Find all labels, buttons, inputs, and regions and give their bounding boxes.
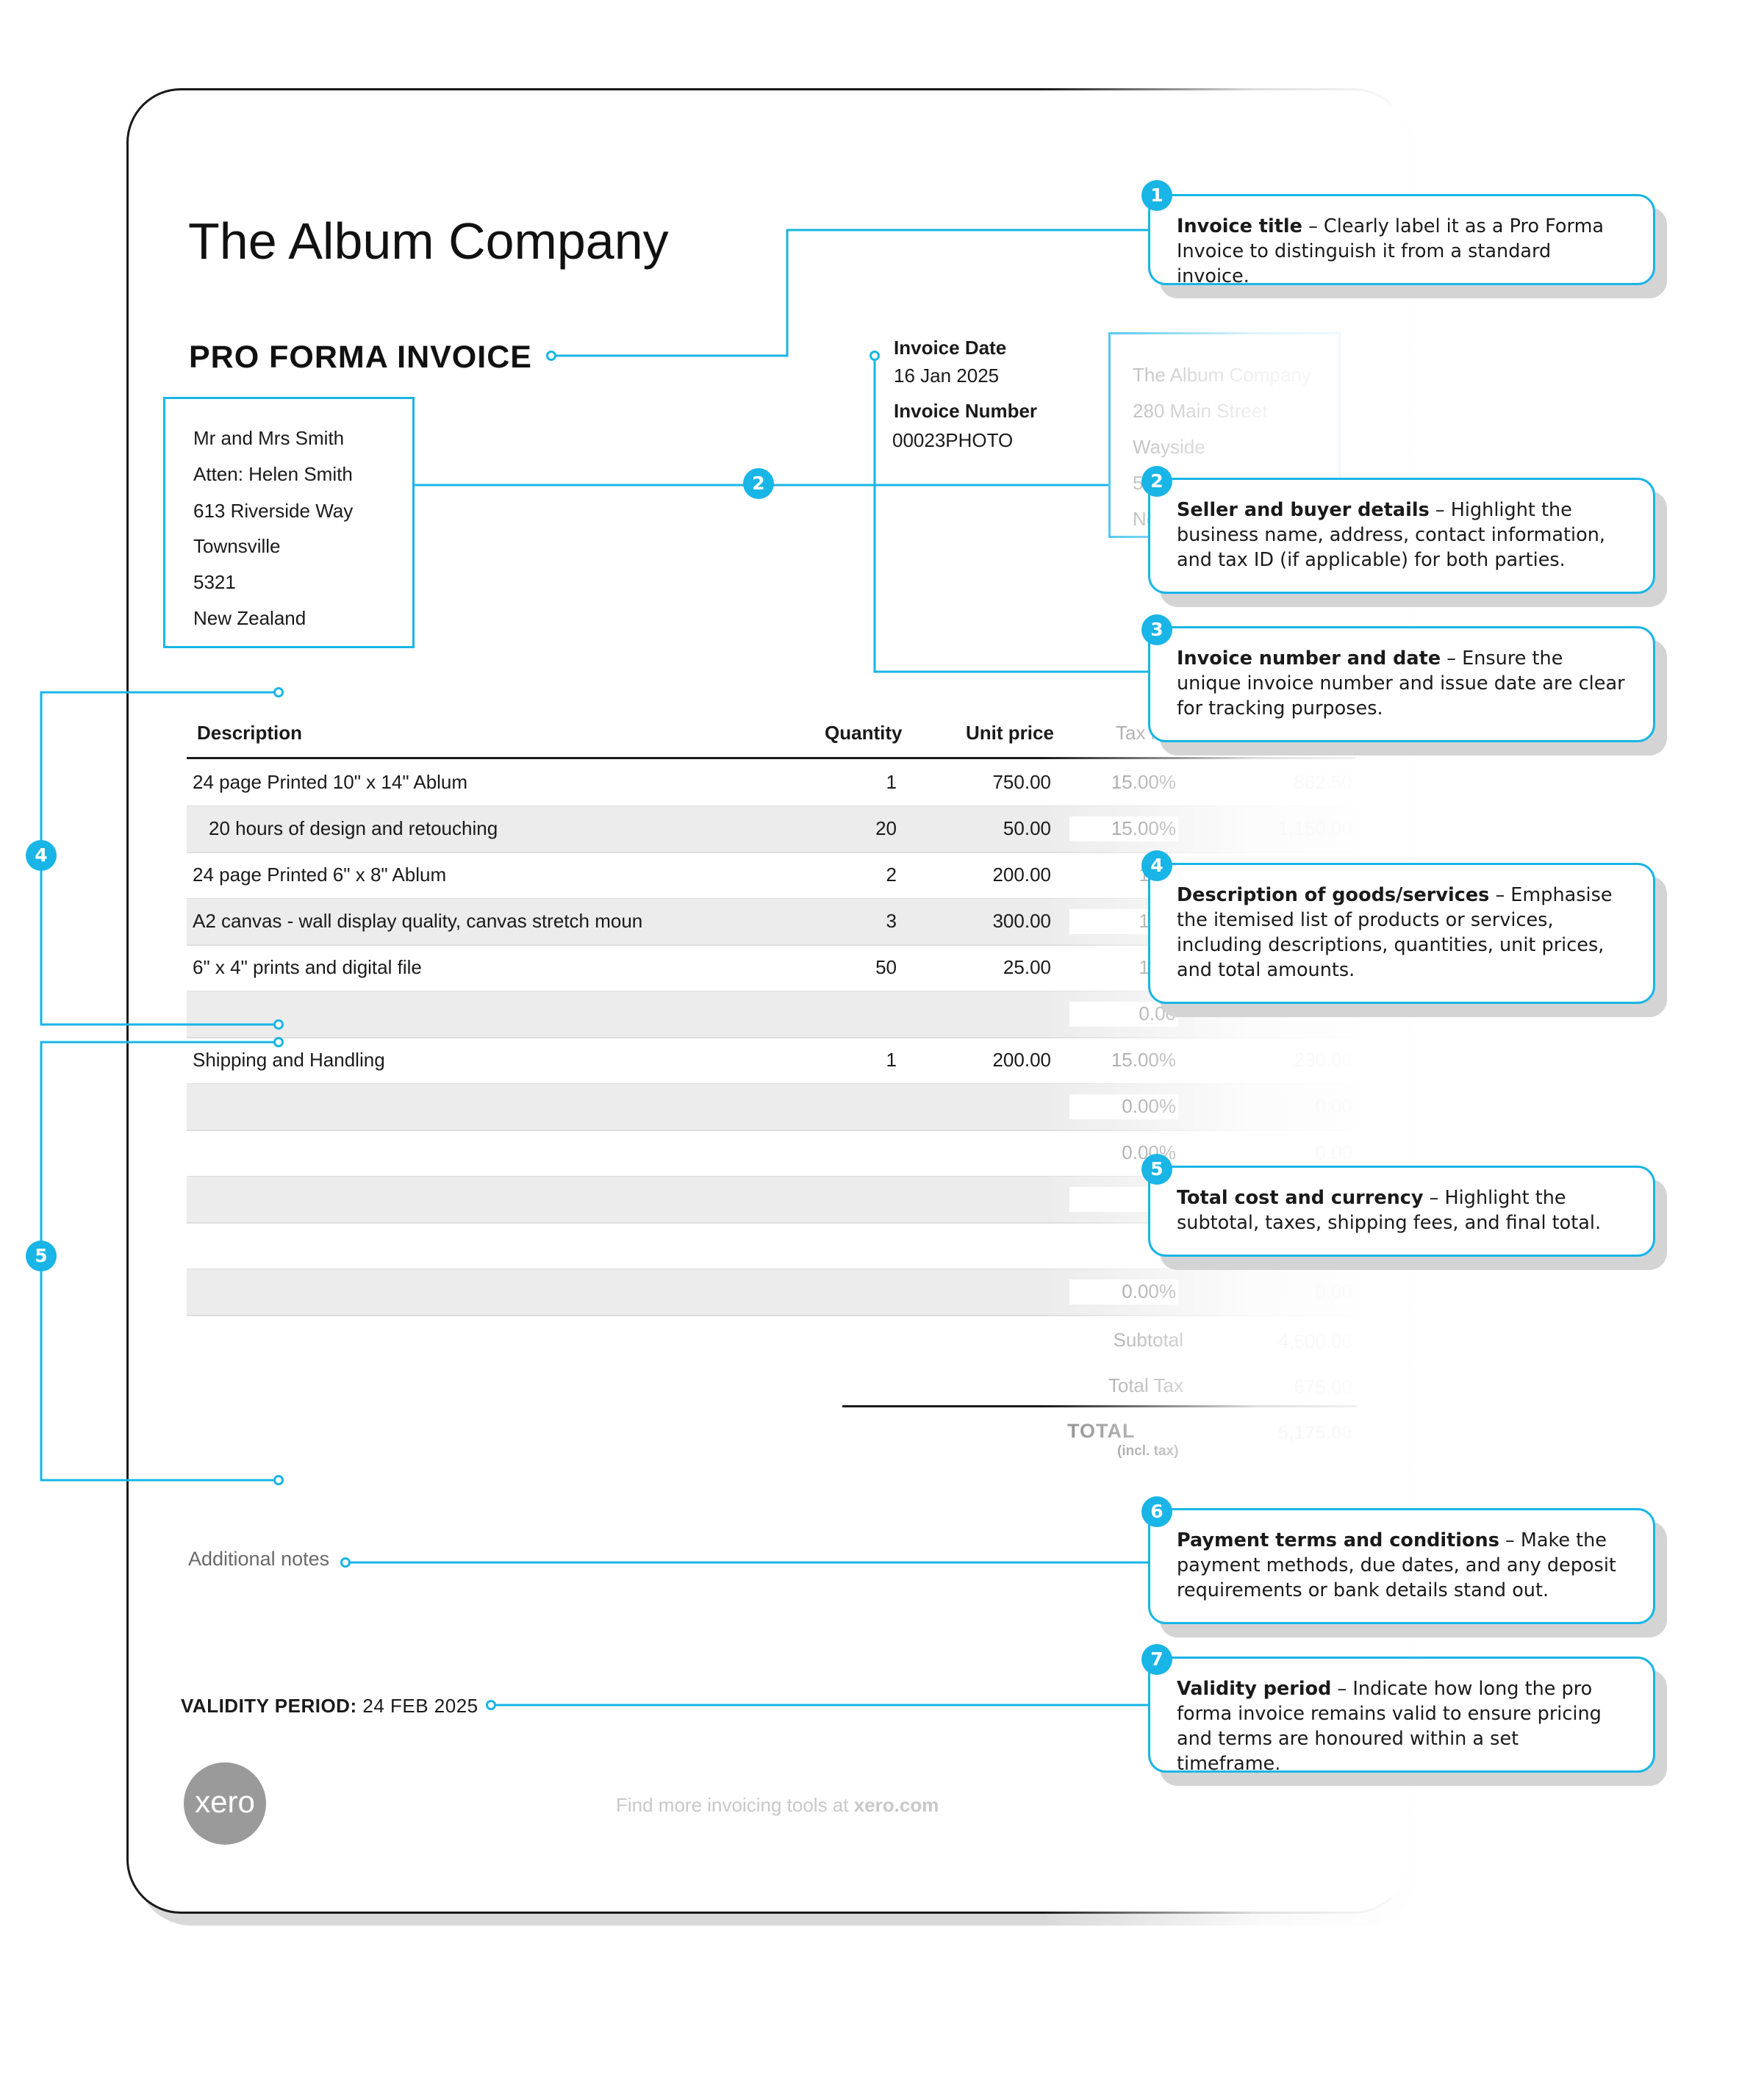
invoice-date-value: 16 Jan 2025	[894, 365, 1000, 387]
cell-unit-price: 200.00	[992, 864, 1051, 886]
company-name: The Album Company	[188, 212, 669, 270]
connector-3	[873, 356, 1158, 673]
buyer-line: 5321	[193, 571, 236, 593]
cell-description: A2 canvas - wall display quality, canvas…	[193, 910, 643, 932]
annotation-title: Invoice number and date	[1177, 647, 1441, 670]
footer-link[interactable]: xero.com	[853, 1794, 939, 1816]
annotation-card-validity: Validity period – Indicate how long the …	[1148, 1657, 1655, 1775]
row-separator	[187, 852, 1355, 853]
annotation-text: – Ensure the unique invoice number and i…	[1177, 647, 1625, 719]
validity-period: VALIDITY PERIOD: 24 FEB 2025	[181, 1695, 478, 1718]
footer-caption: Find more invoicing tools at	[616, 1794, 849, 1816]
anchor-dot-notes	[340, 1557, 351, 1568]
annotation-title: Total cost and currency	[1177, 1187, 1424, 1209]
anchor-dot-date	[870, 351, 880, 361]
cell-description: 24 page Printed 10" x 14" Ablum	[193, 771, 468, 793]
cell-unit-price: 750.00	[992, 771, 1051, 793]
buyer-address-box: Mr and Mrs Smith Atten: Helen Smith 613 …	[163, 397, 415, 648]
row-separator	[187, 1222, 1355, 1224]
badge-2: 2	[1141, 466, 1172, 497]
annotation-card-total: Total cost and currency – Highlight the …	[1148, 1166, 1655, 1257]
anchor-dot-items-bottom	[273, 1019, 284, 1030]
additional-notes: Additional notes	[188, 1548, 330, 1570]
col-header-description: Description	[197, 722, 303, 744]
buyer-line: 613 Riverside Way	[193, 500, 354, 522]
anchor-dot-title	[546, 351, 556, 361]
buyer-line: Atten: Helen Smith	[193, 463, 353, 485]
annotation-title: Description of goods/services	[1177, 884, 1490, 906]
cell-unit-price: 50.00	[1003, 817, 1051, 839]
annotation-text: – Highlight the subtotal, taxes, shippin…	[1177, 1187, 1602, 1234]
table-header-rule	[187, 757, 1355, 759]
validity-value: 24 FEB 2025	[362, 1695, 478, 1717]
row-separator	[187, 1037, 1355, 1038]
badge-6: 6	[1141, 1496, 1172, 1527]
annotation-card-goods: Description of goods/services – Emphasis…	[1148, 863, 1655, 1004]
anchor-dot-totals-top	[273, 1037, 284, 1047]
buyer-line: New Zealand	[193, 607, 306, 629]
badge-4: 4	[1141, 850, 1172, 881]
anchor-dot-items-top	[273, 687, 284, 697]
badge-5: 5	[1141, 1154, 1172, 1185]
cell-quantity: 50	[875, 956, 897, 978]
validity-label: VALIDITY PERIOD:	[181, 1695, 357, 1717]
annotation-card-number-date: Invoice number and date – Ensure the uni…	[1148, 626, 1655, 742]
col-header-unit-price: Unit price	[966, 722, 1054, 744]
invoice-number-value: 00023PHOTO	[892, 429, 1014, 451]
cell-quantity: 2	[886, 864, 897, 886]
annotation-card-seller-buyer: Seller and buyer details – Highlight the…	[1148, 478, 1655, 594]
annotation-text: – Clearly label it as a Pro Forma Invoic…	[1177, 215, 1605, 287]
cell-description: 20 hours of design and retouching	[209, 817, 498, 839]
xero-logo: xero	[184, 1762, 266, 1845]
cell-unit-price: 25.00	[1003, 956, 1051, 978]
cell-quantity: 3	[886, 910, 897, 932]
invoice-date-label: Invoice Date	[894, 337, 1007, 359]
annotation-title: Validity period	[1177, 1678, 1332, 1700]
cell-unit-price: 300.00	[992, 910, 1051, 932]
badge-4-side: 4	[26, 840, 57, 871]
annotation-text: – Emphasise the itemised list of product…	[1177, 884, 1613, 981]
connector-1	[553, 229, 1158, 357]
badge-1: 1	[1141, 180, 1172, 211]
cell-unit-price: 200.00	[992, 1049, 1051, 1071]
connector-5	[40, 1041, 279, 1482]
row-separator	[187, 1315, 1355, 1316]
cell-quantity: 1	[886, 771, 897, 793]
row-separator	[187, 1130, 1355, 1131]
row-separator	[187, 944, 1355, 946]
badge-7: 7	[1141, 1644, 1172, 1675]
badge-3: 3	[1141, 614, 1172, 645]
annotation-title: Payment terms and conditions	[1177, 1529, 1499, 1551]
badge-5-side: 5	[26, 1241, 57, 1271]
buyer-line: Mr and Mrs Smith	[193, 427, 345, 449]
col-header-quantity: Quantity	[825, 722, 903, 744]
invoice-title: PRO FORMA INVOICE	[189, 340, 532, 375]
annotation-text: – Indicate how long the pro forma invoic…	[1177, 1678, 1602, 1775]
connector-4	[40, 691, 279, 1026]
annotation-title: Invoice title	[1177, 215, 1302, 237]
badge-2-mid: 2	[743, 468, 774, 499]
annotation-text: – Highlight the business name, address, …	[1177, 499, 1605, 571]
cell-quantity: 20	[875, 817, 897, 839]
annotation-card-payment-terms: Payment terms and conditions – Make the …	[1148, 1508, 1655, 1624]
cell-description: 6" x 4" prints and digital file	[193, 956, 422, 978]
buyer-line: Townsville	[193, 535, 281, 557]
invoice-number-label: Invoice Number	[894, 400, 1038, 422]
cell-description: Shipping and Handling	[193, 1049, 385, 1071]
anchor-dot-validity	[486, 1700, 496, 1710]
cell-quantity: 1	[886, 1049, 897, 1071]
anchor-dot-totals-bottom	[273, 1475, 284, 1485]
annotation-text: – Make the payment methods, due dates, a…	[1177, 1529, 1616, 1601]
annotation-title: Seller and buyer details	[1177, 499, 1430, 521]
annotation-card-invoice-title: Invoice title – Clearly label it as a Pr…	[1148, 194, 1655, 287]
cell-description: 24 page Printed 6" x 8" Ablum	[193, 864, 447, 886]
footer-text: Find more invoicing tools at xero.com	[616, 1794, 939, 1817]
